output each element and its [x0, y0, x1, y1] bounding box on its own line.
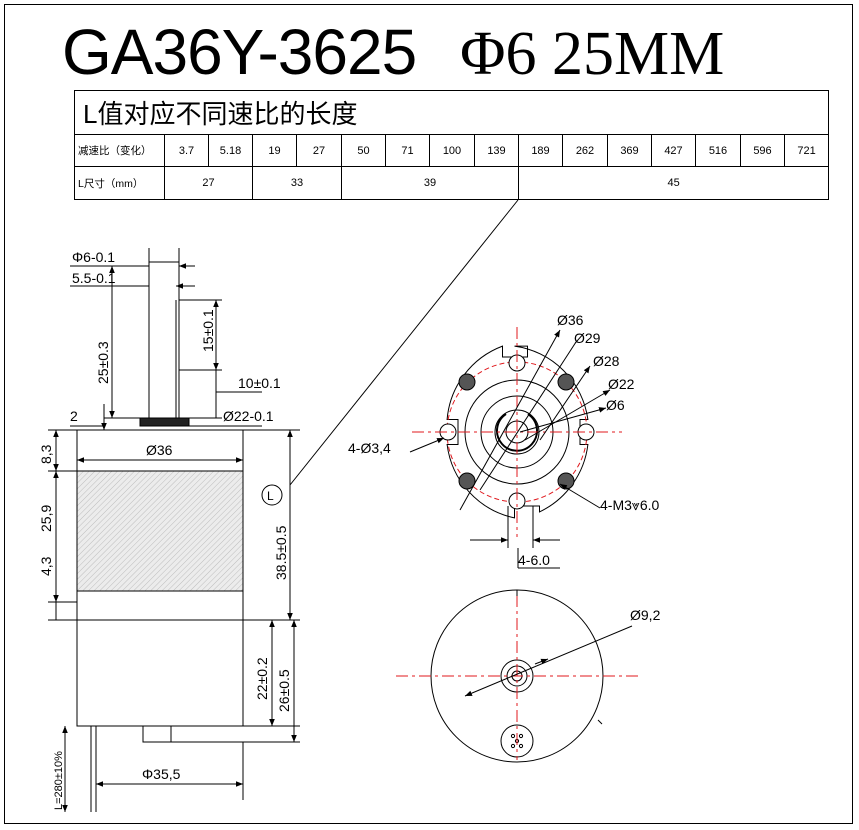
shaft-length-label: 25±0.3: [95, 341, 111, 384]
wire-length-label: L=280±10%: [53, 751, 65, 810]
ratio-cell: 71: [385, 134, 430, 168]
ratio-cell: 596: [740, 134, 785, 168]
ratio-cell: 139: [474, 134, 519, 168]
holes-label: 4-Ø3,4: [348, 440, 391, 456]
d29-label: Ø29: [574, 330, 601, 346]
shaft-boss: [139, 417, 190, 427]
ratio-cell: 5.18: [208, 134, 253, 168]
rear-view: [396, 589, 640, 763]
motor-body: [76, 619, 244, 727]
screw-bottom-left: [458, 472, 476, 490]
d28-label: Ø28: [593, 353, 620, 369]
l-marker-circle: [261, 484, 283, 506]
rear-view-labels: Ø9,2: [630, 607, 661, 623]
boss-height-label: 2: [70, 408, 78, 424]
title-block: GA36Y-3625 Φ6 25MM: [62, 14, 842, 90]
ratio-label: 减速比（变化）: [74, 134, 165, 168]
slots-label: 4-6.0: [518, 552, 550, 568]
table-heading: L值对应不同速比的长度: [73, 89, 830, 136]
threads-label: 4-M3⩔6.0: [600, 497, 659, 513]
gearbox-dia-label: Ø36: [146, 442, 173, 458]
motor-rear-cap: [142, 725, 172, 743]
model-number: GA36Y-3625: [62, 16, 417, 88]
side-view-labels: Φ6-0.1 5.5-0.1 25±0.3 15±0.1 10±0.1 Ø22-…: [38, 249, 292, 810]
d22-label: Ø22: [608, 376, 635, 392]
ratio-cell: 721: [783, 134, 830, 168]
ratio-cell: 262: [562, 134, 608, 168]
gearbox-length-label: 38.5±0.5: [273, 525, 289, 580]
ratio-cell: 369: [607, 134, 652, 168]
length-cell: 27: [164, 166, 253, 200]
shoulder-label: 10±0.1: [238, 375, 281, 391]
d36-label: Ø36: [557, 312, 584, 328]
mid-section-label: 25,9: [38, 505, 54, 532]
side-view: [48, 248, 300, 812]
boss-dia-label: Ø22-0.1: [223, 408, 274, 424]
flat-width-label: 5.5-0.1: [72, 270, 116, 286]
motor-body-label: 22±0.2: [254, 657, 270, 700]
d9-label: Ø9,2: [630, 607, 661, 623]
flat-length-label: 15±0.1: [200, 309, 216, 352]
screw-bottom-right: [557, 472, 575, 490]
shaft-dia-label: Φ6-0.1: [72, 249, 115, 265]
motor-total-label: 26±0.5: [276, 669, 292, 712]
shaft-spec: Φ6 25MM: [460, 20, 725, 88]
motor-dia-label: Φ35,5: [142, 766, 181, 782]
l-leader-line: [289, 199, 519, 486]
drawing-frame: [4, 4, 853, 824]
length-label: L尺寸（mm）: [74, 166, 165, 200]
gearbox-hatched-band: [76, 470, 244, 592]
screw-top-left: [458, 373, 476, 391]
ratio-cell: 189: [518, 134, 563, 168]
ratio-cell: 100: [429, 134, 475, 168]
screw-top-right: [557, 373, 575, 391]
d6-label: Ø6: [606, 397, 625, 413]
lower-section-label: 4,3: [38, 556, 54, 576]
length-cell: 45: [517, 166, 830, 200]
output-shaft: [148, 261, 180, 419]
front-view: [409, 327, 622, 569]
ratio-cell: 50: [341, 134, 386, 168]
length-cell: 39: [341, 166, 519, 200]
front-view-labels: Ø36 Ø29 Ø28 Ø22 Ø6 4-Ø3,4 4-M3⩔6.0 4-6.0: [348, 312, 659, 568]
l-marker-label: L: [267, 489, 274, 503]
top-section-label: 8,3: [38, 444, 54, 464]
